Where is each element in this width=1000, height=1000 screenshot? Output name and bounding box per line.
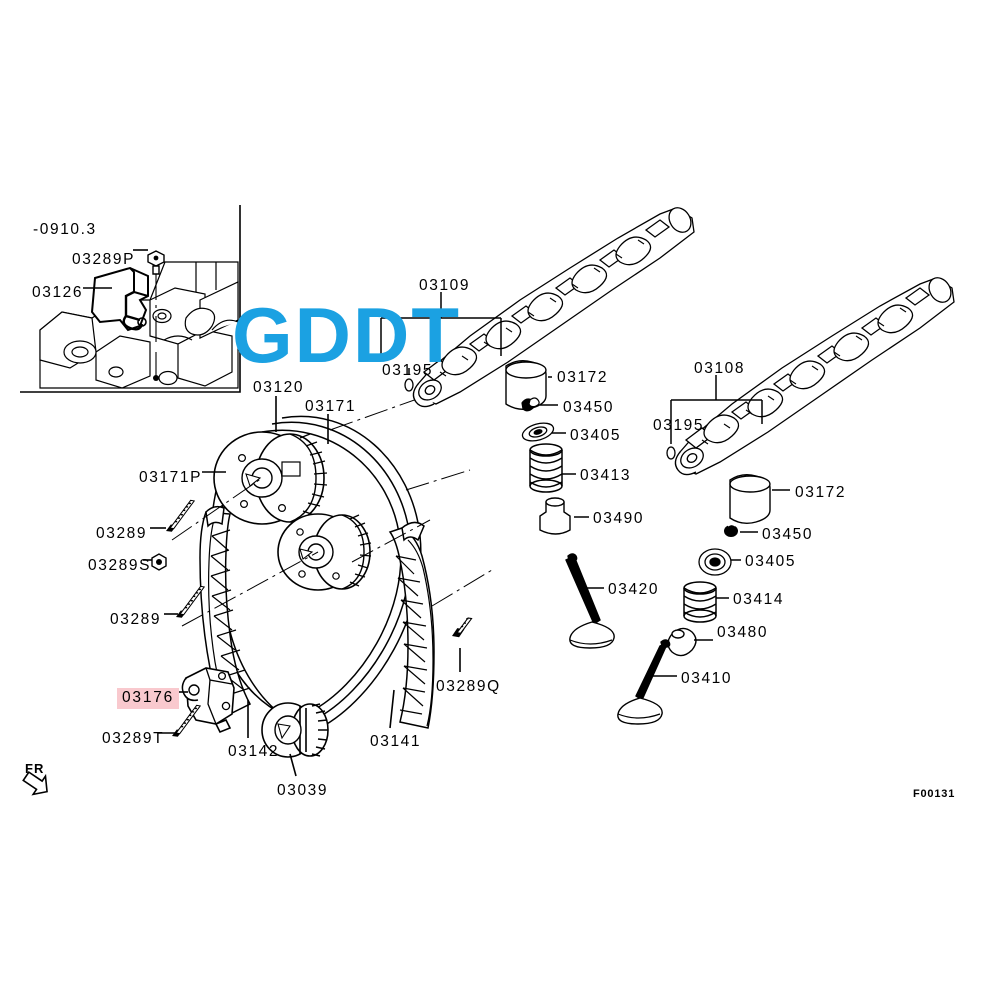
tensioner-arm-03141 [388,521,435,729]
inset-bracket-03126 [90,266,149,332]
label-03142: 03142 [228,743,280,760]
label-03289P: 03289P [72,251,136,268]
stem-seal-03490 [539,497,571,535]
inset-panel [20,205,241,393]
lifter-03172-top [505,359,547,411]
inset-camshaft-fragment [184,281,239,339]
valve-03410 [617,639,671,725]
label-03195-top: 03195 [382,362,434,379]
crank-sprocket-03039 [261,702,329,758]
bolt-03289Q [452,617,473,638]
retainer-03405-right [698,548,732,576]
leader-lines-left [143,396,461,777]
label-03171P: 03171P [139,469,203,486]
cotter-03450-top [521,397,540,412]
label-03289Q: 03289Q [436,678,501,695]
sprocket-03171P [213,431,328,525]
camshaft-03109 [412,207,695,408]
stem-seal-03480 [667,627,697,657]
inset-bolt-03289P [147,250,165,275]
label-03289S: 03289S [88,557,152,574]
label-03414: 03414 [733,591,785,608]
dowel-pin-03195-right [666,446,676,460]
label-03176-highlighted: 03176 [117,688,180,709]
label-03141: 03141 [370,733,422,750]
chain-guide-03142 [199,505,252,717]
label-03195-right: 03195 [653,417,705,434]
label-03289T: 03289T [102,730,165,747]
valve-train-exhaust-column [565,473,771,725]
label-03108: 03108 [694,360,746,377]
dowel-pin-03195-top [404,378,414,392]
label-03450-right: 03450 [762,526,814,543]
sprocket-03171 [277,513,372,591]
cotter-03450-right [724,523,738,537]
label-03480: 03480 [717,624,769,641]
leader-03109 [380,292,502,375]
label-03289-a: 03289 [96,525,148,542]
timing-chain-assembly [143,396,493,777]
label-03410: 03410 [681,670,733,687]
lifter-03172-right [729,473,771,525]
label-03120: 03120 [253,379,305,396]
camshaft-03108 [674,277,955,476]
label-03039: 03039 [277,782,329,799]
label-03405-top: 03405 [570,427,622,444]
label-drawing-code: F00131 [913,788,956,800]
label-03126: 03126 [32,284,84,301]
label-03172-right: 03172 [795,484,847,501]
label-03289-b: 03289 [110,611,162,628]
label-03413: 03413 [580,467,632,484]
leader-03108 [670,375,763,444]
label-03420: 03420 [608,581,660,598]
valve-spring-03413 [529,443,563,493]
label-03405-right: 03405 [745,553,797,570]
label-03490: 03490 [593,510,645,527]
label-fr-orientation: FR [25,761,45,776]
valve-03420 [565,553,615,649]
label-03172-top: 03172 [557,369,609,386]
leader-lines-right [540,376,790,677]
bolt-03289S [151,553,167,571]
label-inset-note: -0910.3 [33,221,97,238]
retainer-03405-top [521,422,555,442]
inset-axis-end-dot [153,375,159,381]
valve-spring-03414 [683,581,717,623]
label-03109: 03109 [419,277,471,294]
label-03450-top: 03450 [563,399,615,416]
fr-orientation-arrow [22,771,48,796]
chain-tensioner-03176 [181,667,235,734]
label-03171: 03171 [305,398,357,415]
assembly-axis-lines [171,397,493,627]
valve-train-intake-column [505,359,571,535]
